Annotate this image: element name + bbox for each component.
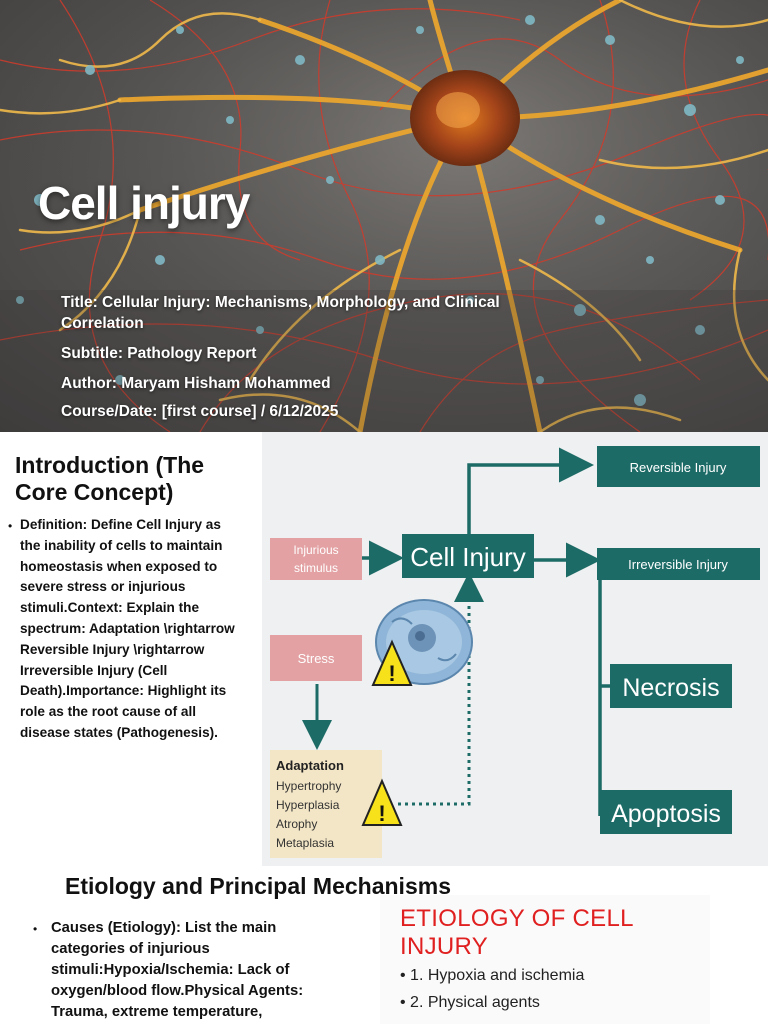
bullet-icon: • <box>8 519 13 533</box>
adaptation-item-metaplasia: Metaplasia <box>276 836 334 850</box>
bullet-line: stimuli:Hypoxia/Ischemia: Lack of <box>51 962 290 978</box>
report-title-line: Title: Cellular Injury: Mechanisms, Morp… <box>61 294 500 332</box>
report-author-line: Author: Maryam Hisham Mohammed <box>61 375 331 392</box>
warning-icon: ! <box>361 778 403 826</box>
etiology-slide-image: ETIOLOGY OF CELL INJURY • 1. Hypoxia and… <box>380 895 710 1024</box>
bullet-line: role as the root cause of all <box>20 704 197 720</box>
etiology-heading: Etiology and Principal Mechanisms <box>65 873 451 899</box>
cell-injury-box <box>402 534 534 578</box>
reversible-injury-box <box>597 446 760 487</box>
apoptosis-box <box>600 790 732 834</box>
reversible-injury-label: Reversible Injury <box>630 460 727 475</box>
svg-text:!: ! <box>388 661 395 686</box>
bullet-line: Definition: Define Cell Injury as <box>20 517 221 532</box>
stress-label: Stress <box>298 651 335 666</box>
introduction-heading: Introduction (The Core Concept) <box>15 452 205 505</box>
neuron-background-image <box>0 0 768 432</box>
bullet-line: Reversible Injury \rightarrow <box>20 641 205 657</box>
bullet-line: Trauma, extreme temperature, <box>51 1004 263 1020</box>
bullet-line: disease states (Pathogenesis). <box>20 724 218 740</box>
bullet-line: spectrum: Adaptation \rightarrow <box>20 620 235 636</box>
injurious-stimulus-label-1: Injurious <box>293 543 338 557</box>
irreversible-injury-label: Irreversible Injury <box>628 557 728 572</box>
adaptation-item-hyperplasia: Hyperplasia <box>276 798 340 812</box>
adaptation-box <box>270 750 382 858</box>
bullet-line: homeostasis when exposed to <box>20 558 218 574</box>
necrosis-label: Necrosis <box>622 674 719 702</box>
adaptation-item-hypertrophy: Hypertrophy <box>276 779 341 793</box>
report-subtitle-line: Subtitle: Pathology Report <box>61 345 257 362</box>
etiology-slide-title: ETIOLOGY OF CELL INJURY <box>400 905 633 960</box>
adaptation-item-atrophy: Atrophy <box>276 817 317 831</box>
injurious-stimulus-label-2: stimulus <box>294 561 338 575</box>
hero-banner: Cell injury Title: Cellular Injury: Mech… <box>0 0 768 432</box>
cell-injury-flow-diagram: Injurious stimulus Cell Injury Reversibl… <box>262 432 768 866</box>
adaptation-title: Adaptation <box>276 758 344 773</box>
bullet-line: severe stress or injurious <box>20 579 186 595</box>
bullet-line: stimuli.Context: Explain the <box>20 600 200 616</box>
bullet-line: Irreversible Injury (Cell <box>20 662 168 678</box>
irreversible-injury-box <box>597 548 760 580</box>
etiology-item-hypoxia: • 1. Hypoxia and ischemia <box>400 967 585 984</box>
page-title: Cell injury <box>38 177 250 229</box>
bullet-line: Causes (Etiology): List the main <box>51 920 277 936</box>
report-course-date-line: Course/Date: [first course] / 6/12/2025 <box>61 403 339 420</box>
etiology-bullet: Causes (Etiology): List the main categor… <box>51 918 351 1023</box>
etiology-item-physical-agents: • 2. Physical agents <box>400 994 540 1011</box>
cell-injury-label: Cell Injury <box>410 542 526 572</box>
stress-box <box>270 635 362 681</box>
necrosis-box <box>610 664 732 708</box>
injurious-stimulus-box <box>270 538 362 580</box>
introduction-bullet: Definition: Define Cell Injury as the in… <box>20 515 265 744</box>
bullet-line: oxygen/blood flow.Physical Agents: <box>51 983 304 999</box>
diagram-canvas: Injurious stimulus Cell Injury Reversibl… <box>270 446 760 858</box>
arrow-to-reversible <box>467 447 594 534</box>
svg-text:!: ! <box>378 801 385 826</box>
bullet-line: the inability of cells to maintain <box>20 537 223 553</box>
bullet-icon: • <box>33 922 38 936</box>
warning-icon: ! <box>371 639 413 686</box>
bullet-line: categories of injurious <box>51 941 210 957</box>
apoptosis-label: Apoptosis <box>611 800 721 828</box>
bullet-line: Death).Importance: Highlight its <box>20 683 227 699</box>
